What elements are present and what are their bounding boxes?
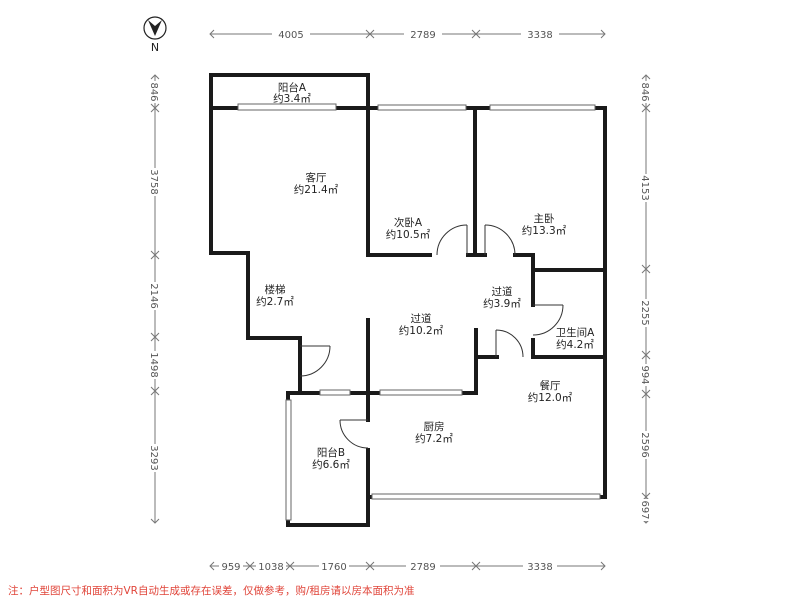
dim-top-1: 4005 [278,30,303,41]
dim-right-5: 2596 [639,432,650,457]
dim-bottom-3: 1760 [321,562,346,573]
room-bedroom2-area: 约10.5㎡ [386,228,431,241]
room-corridor-small-name: 过道 [492,285,513,298]
doors [299,224,564,449]
dimension-top: 4005 2789 3338 [209,26,606,41]
dim-right-6: 697 [639,500,650,519]
room-corridor-name: 过道 [411,312,432,325]
door-balcony-b-icon [339,419,369,449]
room-kitchen-area: 约7.2㎡ [415,432,453,445]
dimension-bottom: 959 1038 1760 2789 3338 [209,559,606,573]
dim-right-3: 2255 [639,300,650,325]
dim-left-4: 1498 [148,352,159,377]
dim-left-5: 3293 [148,445,159,470]
room-kitchen-name: 厨房 [424,420,445,433]
dim-left-2: 3758 [148,169,159,194]
dim-left-1: 846 [148,82,159,101]
room-corridor-area: 约10.2㎡ [399,324,444,337]
room-bathroom-name: 卫生间A [556,326,595,339]
disclaimer-note: 注：户型图尺寸和面积为VR自动生成或存在误差，仅做参考，购/租房请以房本面积为准 [8,585,415,597]
dimension-right: 846 4153 2255 994 2596 697 [639,74,652,524]
dim-bottom-2: 1038 [258,562,283,573]
room-dining-area: 约12.0㎡ [528,391,573,404]
dim-top-2: 2789 [410,30,435,41]
windows [237,103,601,521]
dimension-left: 846 3758 2146 1498 3293 [148,74,161,524]
room-balcony-a-area: 约3.4㎡ [273,92,311,105]
room-stairs-area: 约2.7㎡ [256,295,294,308]
compass-icon: N [143,16,167,54]
room-stairs-name: 楼梯 [265,283,286,296]
room-master-name: 主卧 [534,212,555,225]
dim-top-3: 3338 [527,30,552,41]
compass-north-label: N [151,41,159,54]
dim-right-4: 994 [639,365,650,384]
dim-bottom-5: 3338 [527,562,552,573]
room-living-area: 约21.4㎡ [294,183,339,196]
room-master-area: 约13.3㎡ [522,224,567,237]
room-dining-name: 餐厅 [540,379,561,392]
door-master-icon [484,224,516,256]
door-bathroom-icon [532,304,564,336]
door-stair-icon [299,345,331,377]
room-bathroom-area: 约4.2㎡ [556,338,594,351]
room-labels: 阳台A 约3.4㎡ 客厅 约21.4㎡ 次卧A 约10.5㎡ 主卧 约13.3㎡… [256,81,595,471]
room-balcony-b-area: 约6.6㎡ [312,458,350,471]
room-balcony-b-name: 阳台B [317,446,345,459]
door-corridor-icon [495,329,524,358]
room-balcony-a-name: 阳台A [278,81,307,94]
dim-right-1: 846 [639,82,650,101]
dim-bottom-1: 959 [221,562,240,573]
dim-right-2: 4153 [639,175,650,200]
room-bedroom2-name: 次卧A [394,216,423,229]
room-corridor-small-area: 约3.9㎡ [483,297,521,310]
dim-bottom-4: 2789 [410,562,435,573]
room-living-name: 客厅 [306,171,327,184]
dim-left-3: 2146 [148,283,159,308]
door-bedroom2-icon [436,224,468,256]
